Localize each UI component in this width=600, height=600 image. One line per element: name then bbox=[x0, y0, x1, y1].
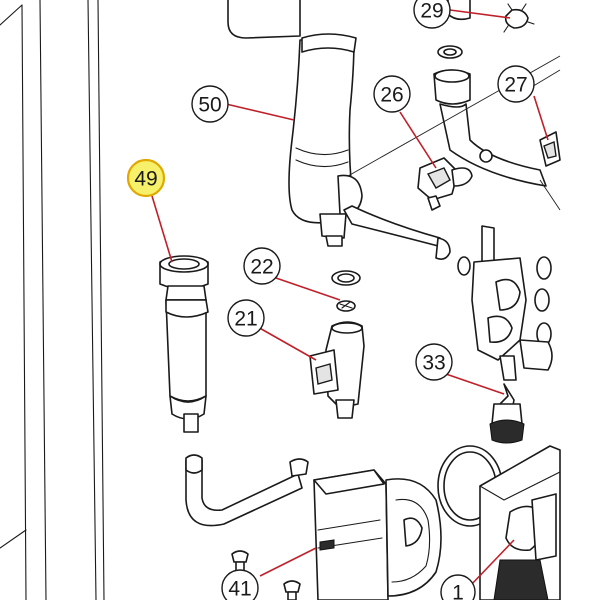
callout-label-49: 49 bbox=[134, 168, 157, 191]
part-41-pump-controller bbox=[313, 469, 442, 600]
callout-21: 21 bbox=[227, 299, 265, 337]
leader-21 bbox=[255, 325, 317, 361]
callout-26: 26 bbox=[373, 75, 411, 113]
part-49-filter bbox=[159, 255, 209, 433]
callout-label-26: 26 bbox=[380, 84, 403, 107]
leader-22 bbox=[275, 277, 341, 301]
connection-hose bbox=[185, 454, 309, 527]
callout-circle-33 bbox=[415, 343, 453, 381]
leader-49 bbox=[151, 195, 173, 263]
callout-1: 1 bbox=[440, 574, 476, 600]
leader-lines bbox=[151, 9, 549, 587]
callout-circle-49 bbox=[126, 158, 166, 198]
callout-label-33: 33 bbox=[422, 352, 445, 375]
guide-line-3 bbox=[539, 179, 561, 211]
leader-27 bbox=[533, 95, 549, 141]
leader-29 bbox=[449, 9, 511, 19]
callout-label-21: 21 bbox=[234, 308, 257, 331]
pump-housing bbox=[479, 445, 561, 600]
leader-41 bbox=[259, 547, 317, 577]
callout-circle-21 bbox=[227, 299, 265, 337]
callout-label-41: 41 bbox=[228, 578, 251, 600]
callout-label-50: 50 bbox=[198, 94, 221, 117]
o-rings-right bbox=[457, 256, 552, 346]
callout-circle-27 bbox=[497, 65, 535, 103]
callout-circle-1 bbox=[440, 574, 476, 600]
housing-panel bbox=[0, 0, 105, 600]
callout-circle-26 bbox=[373, 75, 411, 113]
part-21-flow-switch bbox=[309, 321, 365, 419]
washer-top bbox=[437, 45, 463, 59]
callout-circle-41 bbox=[221, 569, 259, 600]
leader-26 bbox=[399, 111, 437, 169]
part-22-ring bbox=[331, 270, 361, 312]
callout-33: 33 bbox=[415, 343, 453, 381]
callout-label-1: 1 bbox=[452, 582, 464, 600]
callout-49: 49 bbox=[126, 158, 166, 198]
guide-line-2 bbox=[529, 69, 561, 89]
part-26-sensor bbox=[417, 157, 473, 211]
manifold-block bbox=[471, 225, 553, 381]
callout-label-29: 29 bbox=[420, 0, 443, 23]
callout-27: 27 bbox=[497, 65, 535, 103]
callout-29: 29 bbox=[413, 0, 451, 29]
callout-50: 50 bbox=[191, 85, 229, 123]
callout-label-22: 22 bbox=[250, 256, 273, 279]
callouts: 29 27 26 50 49 22 21 33 41 1 bbox=[126, 0, 535, 600]
callout-41: 41 bbox=[221, 569, 259, 600]
leader-33 bbox=[445, 373, 505, 395]
part-29-clip bbox=[447, 0, 535, 33]
part-50-pipe bbox=[227, 0, 451, 260]
callout-22: 22 bbox=[243, 247, 281, 285]
part-27-bracket bbox=[539, 131, 561, 167]
nut-fitting bbox=[433, 69, 547, 187]
callout-circle-22 bbox=[243, 247, 281, 285]
callout-circle-29 bbox=[413, 0, 451, 29]
part-33-valve bbox=[489, 383, 525, 444]
callout-circle-50 bbox=[191, 85, 229, 123]
leader-1 bbox=[469, 539, 515, 587]
callout-label-27: 27 bbox=[504, 74, 527, 97]
leader-50 bbox=[225, 103, 295, 121]
